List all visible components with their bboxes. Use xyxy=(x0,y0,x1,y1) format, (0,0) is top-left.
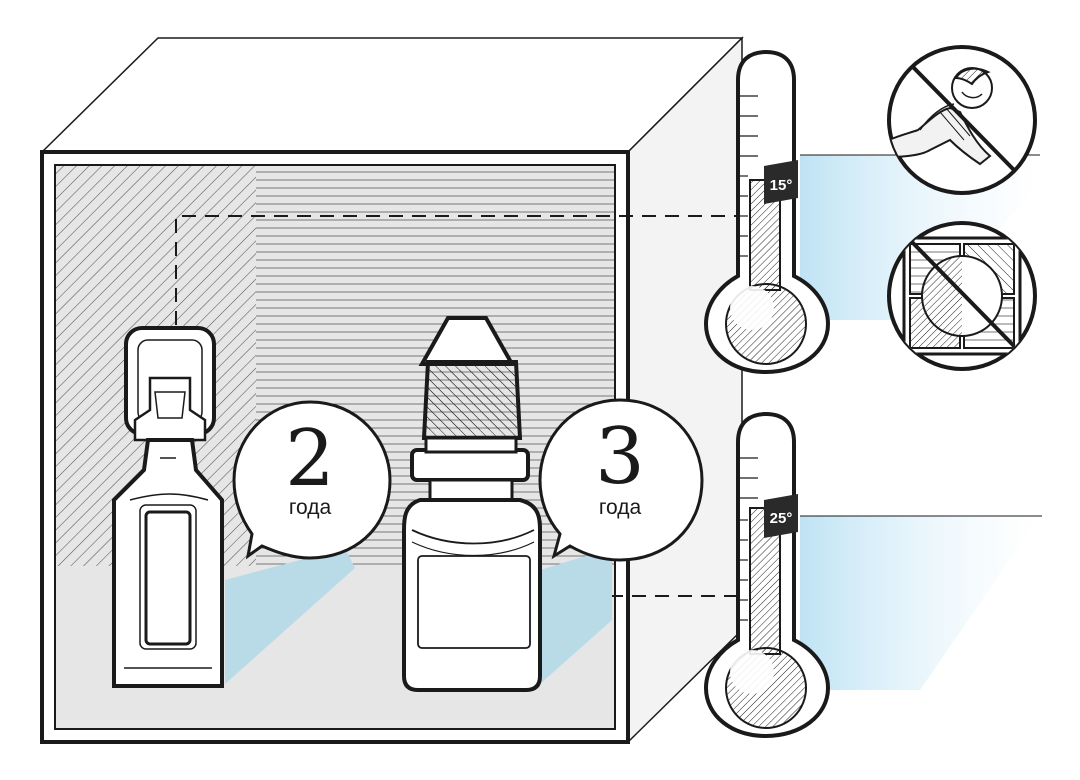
no-sunlight-icon xyxy=(887,221,1037,371)
ampoule-years: 2 xyxy=(285,414,335,504)
bottle-shelf-life-bubble: 3 года xyxy=(538,398,704,562)
thermometer-15-icon: 15° xyxy=(703,49,831,375)
bottle-years-unit: года xyxy=(599,496,642,519)
temp-high-label: 25° xyxy=(770,510,793,527)
bottle-icon xyxy=(402,316,542,692)
ampoule-icon xyxy=(112,326,224,688)
bottle-years: 3 xyxy=(595,412,645,502)
ampoule-years-unit: года xyxy=(289,496,332,519)
temp-low-label: 15° xyxy=(770,177,793,194)
no-children-icon xyxy=(887,45,1037,195)
thermometer-25-icon: 25° xyxy=(703,411,831,739)
ampoule-shelf-life-bubble: 2 года xyxy=(232,400,392,560)
floor-shadows xyxy=(225,548,612,684)
